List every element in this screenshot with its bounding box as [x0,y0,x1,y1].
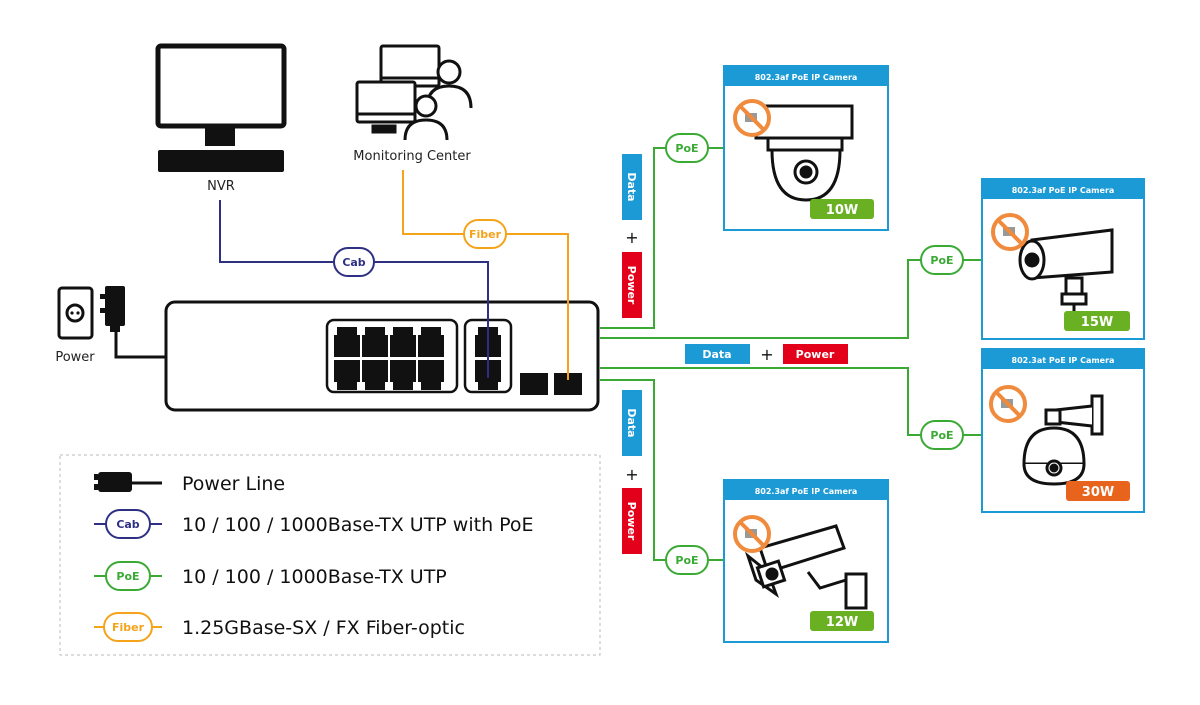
power-cable [114,332,166,359]
camera-3-watt: 30W [1082,485,1114,500]
legend-fiber-text: 1.25GBase-SX / FX Fiber-optic [182,617,465,639]
camera-card-2: 802.3af PoE IP Camera 15W [981,178,1145,340]
svg-text:Cab: Cab [116,518,139,531]
svg-text:Data: Data [625,172,638,201]
svg-text:Fiber: Fiber [112,621,145,634]
legend-cab-icon: Cab [94,509,162,539]
no-power-plug-icon [991,213,1029,251]
ptz-camera-icon [1022,394,1104,486]
camera-1-title: 802.3af PoE IP Camera [755,73,858,82]
monitoring-center-label: Monitoring Center [353,149,471,164]
svg-text:+: + [760,345,773,364]
data-power-tag-middle: Data + Power [685,344,848,364]
nvr-monitor-icon [155,43,287,172]
legend-poe-text: 10 / 100 / 1000Base-TX UTP [182,566,447,588]
power-label: Power [55,350,95,365]
svg-text:Power: Power [625,502,638,541]
sfp-port-2 [554,373,582,395]
svg-text:Data: Data [625,408,638,437]
camera-1-watt: 10W [826,203,858,218]
no-power-plug-icon [989,385,1027,423]
sfp-port-1 [520,373,548,395]
svg-text:PoE: PoE [116,570,139,583]
legend-cab-text: 10 / 100 / 1000Base-TX UTP with PoE [182,514,534,536]
legend-fiber-icon: Fiber [94,612,162,642]
power-adapter-icon [100,286,125,332]
camera-4-watt: 12W [826,615,858,630]
svg-text:PoE: PoE [930,254,953,267]
box-camera-icon [744,524,868,610]
camera-2-watt: 15W [1081,315,1113,330]
camera-card-1: 802.3af PoE IP Camera 10W [723,65,889,231]
camera-card-4: 802.3af PoE IP Camera 12W [723,479,889,643]
svg-text:PoE: PoE [930,429,953,442]
power-outlet-icon [57,286,94,340]
dome-camera-icon [754,104,854,202]
svg-text:+: + [625,228,638,247]
poe-switch [164,300,600,412]
switch-rj45-ports [334,327,501,390]
fiber-bubble-label: Fiber [469,228,502,241]
camera-2-title: 802.3af PoE IP Camera [1012,186,1115,195]
poe-bubble-3: PoE [920,420,964,450]
camera-3-title: 802.3at PoE IP Camera [1012,356,1115,365]
poe-bubble-2: PoE [920,245,964,275]
legend-power-plug-icon [94,472,162,492]
legend-power-line-text: Power Line [182,473,285,495]
poe-bubble-1: PoE [665,133,709,163]
svg-text:Power: Power [625,266,638,305]
cab-bubble: Cab [333,247,375,277]
poe-bubble-4: PoE [665,545,709,575]
svg-text:Data: Data [702,348,731,361]
legend: Power Line Cab 10 / 100 / 1000Base-TX UT… [59,454,601,656]
monitoring-center-icon [355,44,473,141]
data-power-tag-top: Data + Power [622,154,642,318]
legend-poe-icon: PoE [94,561,162,591]
data-power-tag-bottom: Data + Power [622,390,642,554]
no-power-plug-icon [733,99,771,137]
svg-text:Power: Power [796,348,835,361]
camera-card-3: 802.3at PoE IP Camera 30W [981,348,1145,513]
svg-text:+: + [625,465,638,484]
camera-4-title: 802.3af PoE IP Camera [755,487,858,496]
svg-text:PoE: PoE [675,142,698,155]
nvr-label: NVR [207,179,235,194]
bullet-camera-icon [1018,228,1114,316]
cab-bubble-label: Cab [342,256,365,269]
fiber-bubble: Fiber [463,219,507,249]
svg-text:PoE: PoE [675,554,698,567]
no-power-plug-icon [733,515,771,553]
